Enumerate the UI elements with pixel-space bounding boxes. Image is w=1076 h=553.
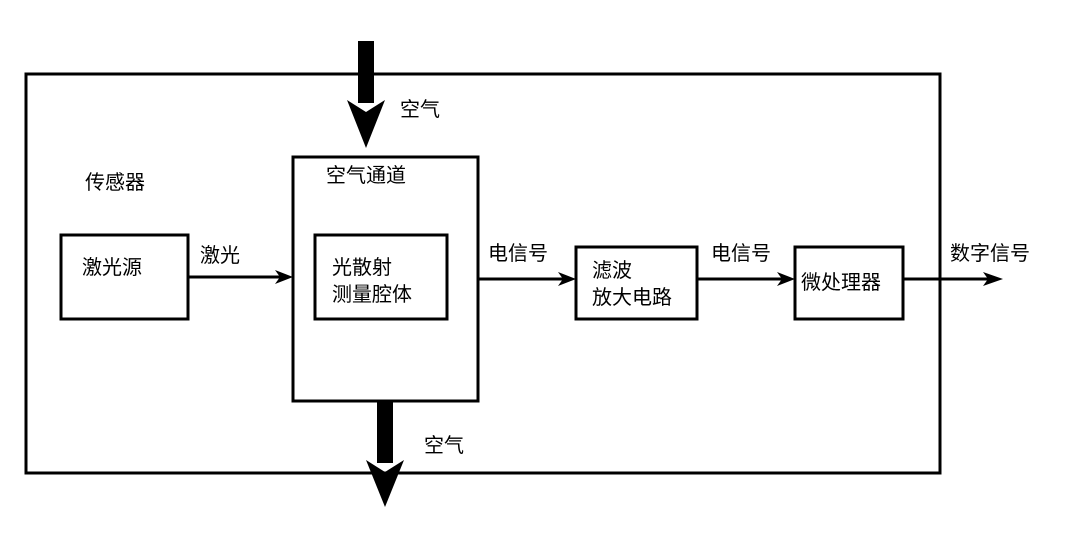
electric-signal-label-1: 电信号 bbox=[488, 241, 548, 265]
sensor-box bbox=[24, 72, 942, 475]
laser-label: 激光 bbox=[200, 243, 240, 267]
electric-signal-label-2: 电信号 bbox=[711, 241, 771, 265]
electric-signal-arrow-1 bbox=[478, 272, 576, 286]
laser-arrow bbox=[188, 270, 293, 284]
air-outflow-arrow bbox=[366, 401, 404, 507]
scatter-chamber-line2: 测量腔体 bbox=[332, 282, 412, 306]
filter-amplifier-box bbox=[574, 245, 699, 321]
air-inflow-arrow bbox=[347, 41, 385, 148]
microprocessor-box bbox=[793, 245, 905, 321]
scatter-chamber-line1: 光散射 bbox=[332, 255, 392, 279]
filter-line2: 放大电路 bbox=[592, 285, 672, 309]
digital-signal-label: 数字信号 bbox=[950, 241, 1030, 265]
digital-signal-arrow bbox=[903, 272, 1003, 286]
laser-source-label: 激光源 bbox=[82, 255, 142, 279]
air-out-label: 空气 bbox=[424, 433, 464, 457]
filter-line1: 滤波 bbox=[592, 258, 632, 282]
air-channel-label: 空气通道 bbox=[326, 163, 406, 187]
electric-signal-arrow-2 bbox=[697, 272, 795, 286]
scatter-chamber-box bbox=[313, 233, 449, 321]
air-in-label: 空气 bbox=[400, 97, 440, 121]
microprocessor-label: 微处理器 bbox=[801, 270, 881, 294]
sensor-label: 传感器 bbox=[85, 170, 145, 194]
